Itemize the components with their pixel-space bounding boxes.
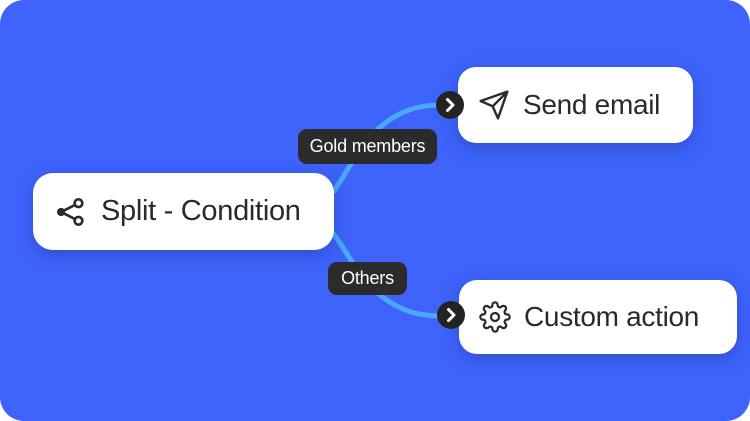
custom-action-entry-badge[interactable] [437,301,465,329]
branch-label-others: Others [328,262,407,295]
send-paper-plane-icon [478,89,510,121]
split-condition-label: Split - Condition [101,195,301,227]
node-split-condition[interactable]: Split - Condition [33,173,334,250]
branch-label-gold-members: Gold members [298,129,437,164]
send-email-label: Send email [523,89,661,120]
node-custom-action[interactable]: Custom action [459,280,737,354]
chevron-right-icon [447,308,456,322]
others-text: Others [341,268,394,288]
send-email-entry-badge[interactable] [436,91,464,119]
gold-members-text: Gold members [309,136,426,156]
split-branch-icon [55,196,87,228]
gear-icon [479,301,511,333]
chevron-right-icon [446,98,455,112]
node-send-email[interactable]: Send email [458,67,693,143]
custom-action-label: Custom action [524,301,700,332]
